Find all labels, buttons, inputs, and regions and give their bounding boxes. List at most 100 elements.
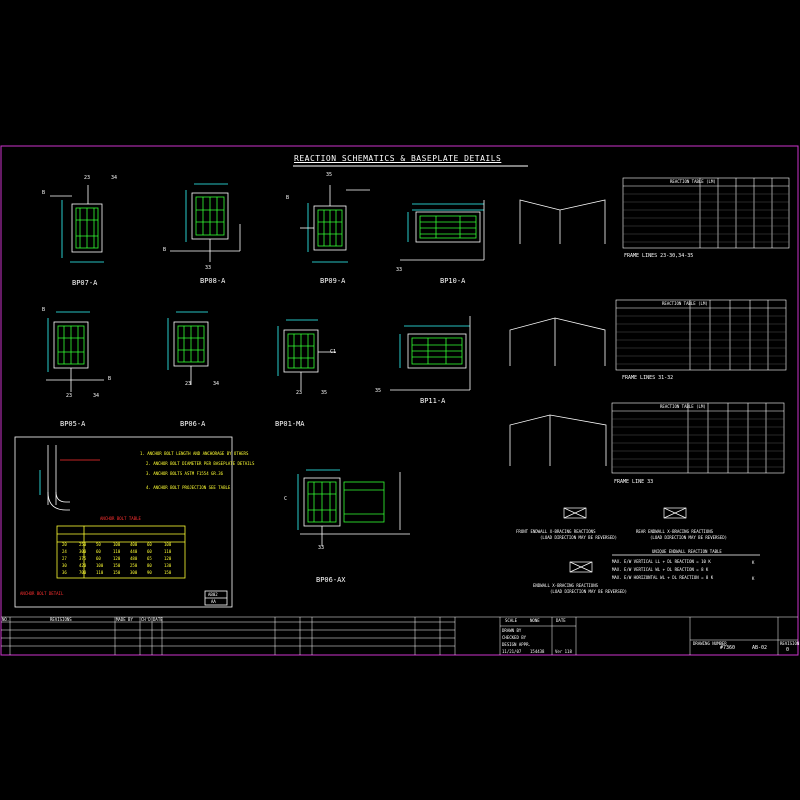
anchor-table-cell: 20 [62,542,67,547]
anchor-table-cell: 30 [62,563,67,568]
bp06x-label: BP06-AX [316,576,346,584]
reaction-table-2-title: REACTION TABLE (LM) [662,301,708,306]
anchor-table-cell: 250 [130,563,138,568]
grid-bubble: 34 [93,393,100,399]
endwall-row-3: MAX. E/W HORIZONTAL WL + DL REACTION = 8… [612,575,714,580]
bp05-label: BP05-A [60,420,86,428]
anchor-table-cell: 24 [62,549,67,554]
bp01-detail [277,319,336,390]
anchor-table-cell: 300 [130,570,138,575]
anchor-note-2: 2. ANCHOR BOLT DIAMETER PER BASEPLATE DE… [146,461,255,466]
sheet-border [0,145,799,656]
anchor-table-cell: 150 [164,570,172,575]
anchor-table-cell: 150 [113,570,121,575]
bp10-label: BP10-A [440,277,466,285]
bp09-label: BP09-A [320,277,346,285]
tb-sheet-id: AB-02 [752,645,768,651]
tb-checked: CHECKED BY [502,635,527,640]
anchor-table-cell: 60 [147,549,152,554]
anchor-table-cell: 120 [113,556,121,561]
bp07-detail [50,185,104,263]
grid-bubble: 23 [296,390,303,396]
grid-bubble: 35 [321,390,328,396]
anchor-tag-1: AB02 [208,592,218,597]
bp06-label: BP06-A [180,420,206,428]
anchor-detail-footer: ANCHOR BOLT DETAIL [20,591,64,596]
endwall-row-3-unit: K [752,576,755,581]
anchor-note-3: 3. ANCHOR BOLTS ASTM F1554 GR.36 [146,471,224,476]
grid-bubble: 34 [213,381,220,387]
tb-revision-label: REVISION [780,641,800,646]
anchor-detail-box [14,436,233,608]
tb-drawing-number-label: DRAWING NUMBER [693,641,727,646]
front-bracing-sub: (LOAD DIRECTION MAY BE REVERSED) [540,535,618,540]
grid-bubble: 23 [66,393,73,399]
anchor-table-cell: 36 [62,570,67,575]
tb-col-date: DATE [153,617,163,622]
tb-design: DESIGN APPR. [502,642,531,647]
table-row-lines [612,193,789,468]
anchor-table-cell: 150 [113,563,121,568]
grid-bubble: 23 [84,175,91,181]
rear-bracing-label: REAR ENDWALL X-BRACING REACTIONS [636,529,714,534]
anchor-table-cell: 130 [164,563,172,568]
anchor-table-cell: 480 [130,556,138,561]
tb-drawing-number: #7360 [720,645,736,651]
anchor-table-title: ANCHOR BOLT TABLE [100,516,141,521]
frame-lines-1: FRAME LINES 23-30,34-35 [624,253,694,259]
anchor-table-cell: 420 [79,563,87,568]
reaction-tables [611,177,790,474]
anchor-table-cell: 250 [79,542,87,547]
grid-bubble: B [286,195,290,201]
grid-bubble: B [42,190,46,196]
grid-bubble: C [284,496,288,502]
bp06x-detail [297,469,410,546]
sheet-title: REACTION SCHEMATICS & BASEPLATE DETAILS [294,154,502,163]
anchor-table-cell: 700 [79,570,87,575]
endwall-row-1-unit: K [752,560,755,565]
endwall-table-title: UNIQUE ENDWALL REACTION TABLE [652,549,722,554]
anchor-note-1: 1. ANCHOR BOLT LENGTH AND ANCHORAGE BY O… [140,451,249,456]
endwall-bracing-label: ENDWALL X-BRACING REACTIONS [533,583,599,588]
anchor-note-4: 4. ANCHOR BOLT PROJECTION SEE TABLE [146,485,231,490]
front-bracing-label: FRONT ENDWALL X-BRACING REACTIONS [516,529,596,534]
tb-date-label: DATE [556,618,566,623]
tb-col-no: NO. [2,617,10,622]
grid-bubble: 35 [375,388,382,394]
bp08-detail [170,183,241,262]
anchor-table-cell: 110 [113,549,121,554]
anchor-table-cell: 100 [113,542,121,547]
anchor-table-cell: 100 [96,563,104,568]
tb-col-revisions: REVISIONS [50,617,72,622]
grid-bubble: C1 [330,349,337,355]
bp07-label: BP07-A [72,279,98,287]
anchor-table-cell: 50 [96,542,101,547]
reaction-table-3-title: REACTION TABLE (LM) [660,404,706,409]
anchor-table-cell: 60 [96,556,101,561]
tb-job: 154438 [530,649,545,654]
anchor-table-cell: 27 [62,556,67,561]
anchor-table-cell: 120 [164,556,172,561]
endwall-row-2: MAX. E/W VERTICAL WL + DL REACTION = 8 K [612,567,709,572]
frame-lines-2: FRAME LINES 31-32 [622,375,674,381]
bp11-label: BP11-A [420,397,446,405]
anchor-table-cell: 375 [79,556,87,561]
tb-col-madeby: MADE BY [116,617,133,622]
anchor-table-cell: 110 [164,549,172,554]
reaction-table-1-title: REACTION TABLE (LM) [670,179,716,184]
bracing-glyphs [563,507,760,573]
tb-scale-value: NONE [530,618,540,623]
anchor-table-cell: 440 [130,549,138,554]
tb-scale-label: SCALE [505,618,518,623]
tb-date-value: 11/21/07 [502,649,522,654]
bp11-detail [390,316,471,391]
bp09-detail [300,185,370,263]
frame-schematics [509,199,607,466]
bp01-label: BP01-MA [275,420,305,428]
anchor-table-cell: 110 [96,570,104,575]
anchor-table-cell: 400 [130,542,138,547]
anchor-table-cell: 300 [79,549,87,554]
grid-bubble: 35 [326,172,333,178]
anchor-table-cell: 80 [147,563,152,568]
grid-bubble: 34 [111,175,118,181]
